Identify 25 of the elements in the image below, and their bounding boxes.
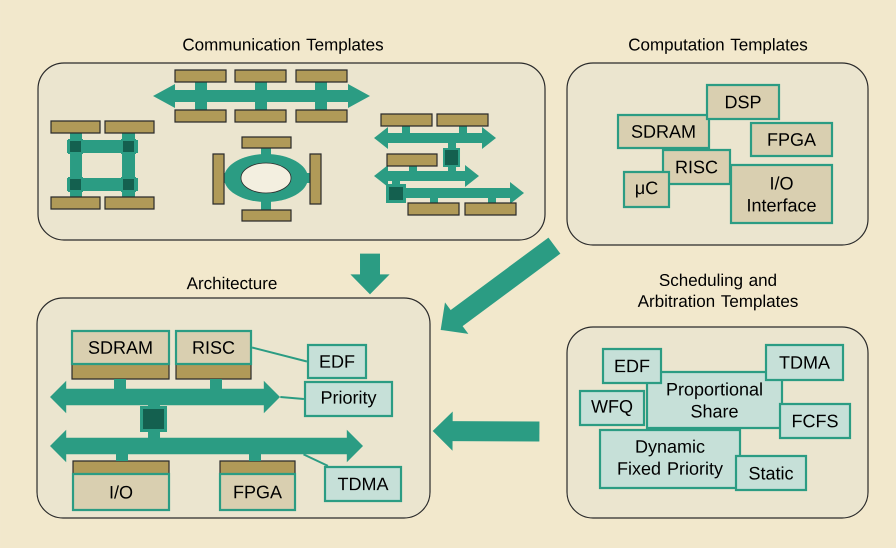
component-box: DSP xyxy=(706,84,780,120)
component-box: μC xyxy=(622,170,670,208)
node-label: Communication Templates xyxy=(183,38,383,54)
leader-line xyxy=(252,346,308,362)
node-label: Computation Templates xyxy=(629,38,808,54)
policy-box: FCFS xyxy=(778,402,852,440)
component-box: RISC xyxy=(662,148,732,186)
node-label: Scheduling and Arbitration Templates xyxy=(638,274,798,310)
component-box: I/O xyxy=(72,460,170,512)
policy-box: Priority xyxy=(304,380,394,418)
policy-box: TDMA xyxy=(324,466,402,502)
policy-box: WFQ xyxy=(578,390,646,426)
component-box: RISC xyxy=(174,330,252,380)
leader-line xyxy=(303,454,328,467)
policy-box: EDF xyxy=(602,348,662,384)
policy-box: Static xyxy=(734,454,808,492)
node-label: Architecture xyxy=(186,276,277,290)
policy-box: TDMA xyxy=(764,344,844,382)
component-box: SDRAM xyxy=(616,114,710,150)
policy-box: EDF xyxy=(306,344,368,380)
component-box: FPGA xyxy=(218,460,296,512)
component-box: SDRAM xyxy=(70,330,170,380)
leader-line xyxy=(280,396,304,400)
component-box: FPGA xyxy=(750,122,834,158)
component-box: I/O Interface xyxy=(730,164,834,224)
